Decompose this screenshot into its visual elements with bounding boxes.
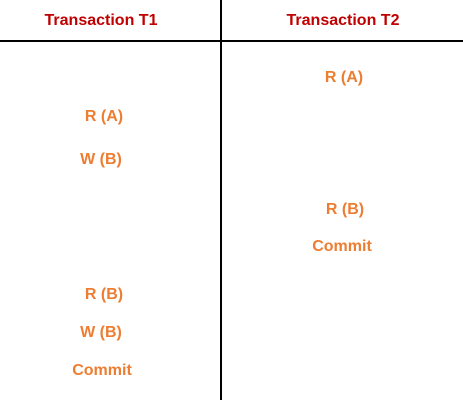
header-divider [0,40,463,42]
t1-operation-write-b-2: W (B) [80,324,122,341]
t1-operation-write-b: W (B) [80,151,122,168]
t2-operation-commit: Commit [312,238,372,255]
column-divider [220,0,222,400]
header-transaction-t2: Transaction T2 [286,12,400,29]
t1-operation-read-b: R (B) [84,286,124,303]
t2-operation-read-b: R (B) [325,201,365,218]
t1-operation-read-a: R (A) [84,108,124,125]
t2-operation-read-a: R (A) [324,69,364,86]
header-transaction-t1: Transaction T1 [44,12,158,29]
t1-operation-commit: Commit [72,362,132,379]
